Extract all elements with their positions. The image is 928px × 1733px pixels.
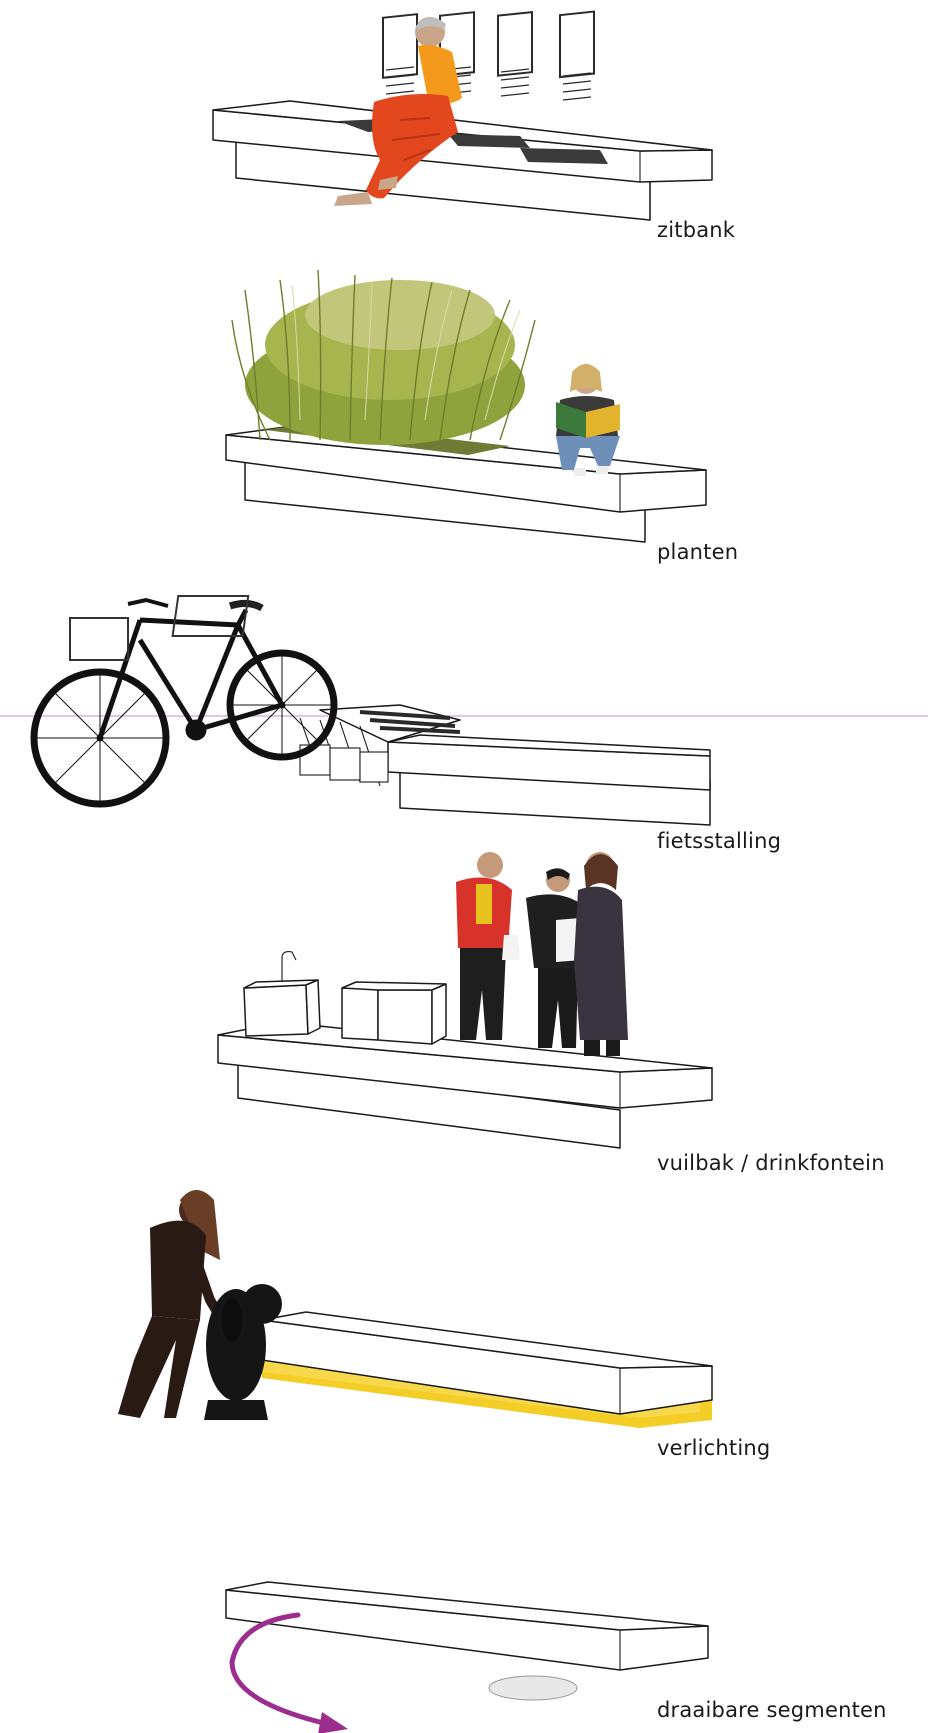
bench-module-bin-fountain bbox=[218, 1022, 712, 1148]
label-bike-parking: fietsstalling bbox=[657, 829, 781, 853]
bench-module-rotating bbox=[226, 1582, 708, 1700]
bench-module-seating bbox=[213, 101, 712, 220]
drinking-fountain bbox=[244, 952, 320, 1036]
label-plants: planten bbox=[657, 540, 738, 564]
label-lighting: verlichting bbox=[657, 1436, 770, 1460]
woman-with-dog bbox=[118, 1190, 282, 1420]
label-bin-fountain: vuilbak / drinkfontein bbox=[657, 1151, 885, 1175]
waste-bins bbox=[342, 982, 446, 1044]
bench-module-lighting bbox=[262, 1312, 712, 1428]
label-rotating: draaibare segmenten bbox=[657, 1698, 887, 1722]
rotation-arrow bbox=[232, 1615, 348, 1733]
bench-module-planter bbox=[226, 423, 706, 542]
bench-module-bike-rack bbox=[300, 705, 710, 825]
bicycle bbox=[34, 596, 334, 804]
people-group bbox=[456, 852, 628, 1056]
label-seating: zitbank bbox=[657, 218, 735, 242]
ornamental-grass bbox=[232, 270, 535, 445]
